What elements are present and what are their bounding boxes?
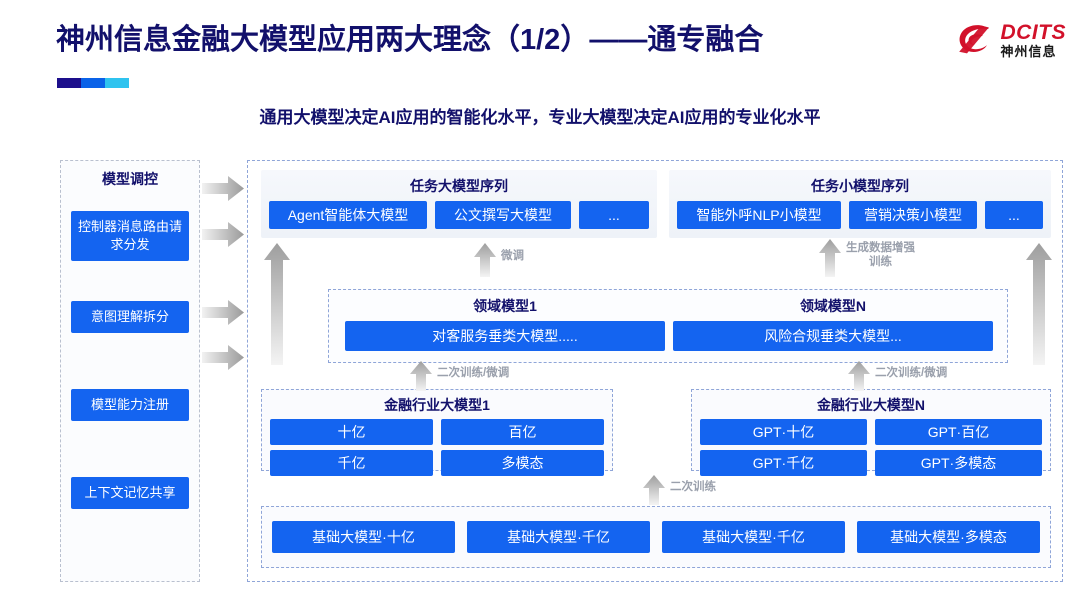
- arrow-up-icon: [819, 239, 841, 277]
- domain-model-n: 领域模型N 风险合规垂类大模型...: [673, 296, 993, 351]
- industry-model-1-title: 金融行业大模型1: [384, 397, 490, 413]
- arrow-right-icon: [202, 222, 244, 247]
- company-logo: DCITS 神州信息: [956, 20, 1067, 60]
- foundation-box-multimodal[interactable]: 基础大模型·多模态: [857, 521, 1040, 553]
- control-panel-title: 模型调控: [102, 171, 158, 187]
- control-slot: 上下文记忆共享: [61, 449, 199, 537]
- flow-label-data-augmentation: 生成数据增强 训练: [846, 242, 915, 269]
- task-small-chip-row: 智能外呼NLP小模型 营销决策小模型 ...: [677, 201, 1043, 229]
- logo-text-cn: 神州信息: [1000, 44, 1057, 59]
- arrow-up-icon: [643, 475, 665, 505]
- task-small-model-title: 任务小模型序列: [811, 178, 909, 194]
- chip-document-writing-model[interactable]: 公文撰写大模型: [435, 201, 571, 229]
- arrow-up-icon: [848, 361, 870, 391]
- title-underline-accent: [57, 78, 129, 88]
- industry-1-cell-ten-billion[interactable]: 百亿: [441, 419, 604, 446]
- control-item-router[interactable]: 控制器消息路由请求分发: [71, 211, 189, 261]
- arrow-right-icon: [202, 300, 244, 325]
- industry-model-n-grid: GPT·十亿 GPT·百亿 GPT·千亿 GPT·多模态: [700, 419, 1042, 477]
- domain-model-n-box[interactable]: 风险合规垂类大模型...: [673, 321, 993, 351]
- logo-text-en: DCITS: [1000, 21, 1066, 44]
- dcits-swirl-icon: [958, 25, 989, 54]
- industry-1-cell-multimodal[interactable]: 多模态: [441, 450, 604, 477]
- industry-n-cell-billion[interactable]: GPT·十亿: [700, 419, 867, 446]
- control-item-intent[interactable]: 意图理解拆分: [71, 301, 189, 333]
- foundation-box-billion[interactable]: 基础大模型·十亿: [272, 521, 455, 553]
- domain-model-1: 领域模型1 对客服务垂类大模型.....: [345, 296, 665, 351]
- flow-label-retrain-finetune-left: 二次训练/微调: [437, 367, 510, 379]
- flow-label-finetune: 微调: [501, 250, 524, 262]
- industry-model-1-panel: 金融行业大模型1 十亿 百亿 千亿 多模态: [261, 389, 613, 477]
- task-large-model-panel: 任务大模型序列 Agent智能体大模型 公文撰写大模型 ...: [261, 170, 657, 238]
- control-slot: 控制器消息路由请求分发: [61, 199, 199, 273]
- chip-more-large[interactable]: ...: [579, 201, 649, 229]
- industry-1-cell-hundred-billion[interactable]: 千亿: [270, 450, 433, 477]
- arrow-up-icon: [264, 243, 290, 365]
- domain-model-n-title: 领域模型N: [799, 298, 867, 314]
- industry-1-cell-billion[interactable]: 十亿: [270, 419, 433, 446]
- industry-model-n-panel: 金融行业大模型N GPT·十亿 GPT·百亿 GPT·千亿 GPT·多模态: [691, 389, 1051, 477]
- industry-n-cell-multimodal[interactable]: GPT·多模态: [875, 450, 1042, 477]
- control-panel: 模型调控 控制器消息路由请求分发 意图理解拆分 模型能力注册 上下文记忆共享: [60, 160, 200, 582]
- logo-wordmark: DCITS 神州信息: [1001, 22, 1067, 58]
- chip-more-small[interactable]: ...: [985, 201, 1043, 229]
- arrow-up-icon: [1026, 243, 1052, 365]
- flow-label-retrain-finetune-right: 二次训练/微调: [875, 367, 948, 379]
- domain-model-1-box[interactable]: 对客服务垂类大模型.....: [345, 321, 665, 351]
- industry-n-cell-hundred-billion[interactable]: GPT·千亿: [700, 450, 867, 477]
- underline-segment-navy: [57, 78, 81, 88]
- chip-outbound-nlp-model[interactable]: 智能外呼NLP小模型: [677, 201, 841, 229]
- industry-model-n-title: 金融行业大模型N: [816, 397, 926, 413]
- underline-segment-cyan: [104, 78, 129, 88]
- control-slot: 模型能力注册: [61, 361, 199, 449]
- foundation-model-panel: 基础大模型·十亿 基础大模型·千亿 基础大模型·千亿 基础大模型·多模态: [261, 506, 1051, 568]
- foundation-box-hundred-billion-a[interactable]: 基础大模型·千亿: [467, 521, 650, 553]
- chip-marketing-decision-model[interactable]: 营销决策小模型: [849, 201, 977, 229]
- domain-model-1-title: 领域模型1: [473, 298, 537, 314]
- page-title: 神州信息金融大模型应用两大理念（1/2）——通专融合: [56, 24, 764, 56]
- control-item-registry[interactable]: 模型能力注册: [71, 389, 189, 421]
- architecture-diagram: 任务大模型序列 Agent智能体大模型 公文撰写大模型 ... 任务小模型序列 …: [247, 160, 1063, 582]
- flow-label-retrain-bottom: 二次训练: [670, 481, 716, 493]
- page-subtitle: 通用大模型决定AI应用的智能化水平，专业大模型决定AI应用的专业化水平: [259, 108, 821, 127]
- arrow-right-icon: [202, 176, 244, 201]
- domain-model-band: 领域模型1 对客服务垂类大模型..... 领域模型N 风险合规垂类大模型...: [328, 289, 1008, 363]
- task-large-model-title: 任务大模型序列: [410, 178, 508, 194]
- control-item-context-memory[interactable]: 上下文记忆共享: [71, 477, 189, 509]
- task-large-chip-row: Agent智能体大模型 公文撰写大模型 ...: [269, 201, 649, 229]
- arrow-up-icon: [474, 243, 496, 277]
- arrow-right-icon: [202, 345, 244, 370]
- control-slot: 意图理解拆分: [61, 273, 199, 361]
- underline-segment-blue: [80, 78, 105, 88]
- chip-agent-model[interactable]: Agent智能体大模型: [269, 201, 427, 229]
- industry-model-1-grid: 十亿 百亿 千亿 多模态: [270, 419, 604, 477]
- foundation-box-hundred-billion-b[interactable]: 基础大模型·千亿: [662, 521, 845, 553]
- arrow-up-icon: [410, 361, 432, 391]
- task-small-model-panel: 任务小模型序列 智能外呼NLP小模型 营销决策小模型 ...: [669, 170, 1051, 238]
- industry-n-cell-ten-billion[interactable]: GPT·百亿: [875, 419, 1042, 446]
